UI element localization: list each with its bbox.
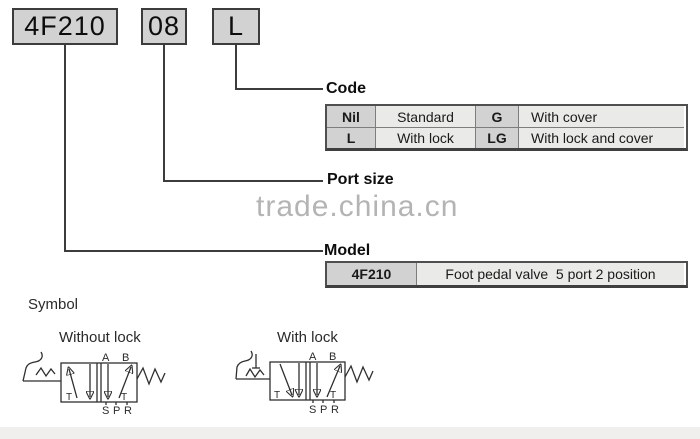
port-label-s: S <box>102 405 109 417</box>
model-code-box-port-size: 08 <box>141 8 187 45</box>
model-table-description-cell: Foot pedal valve 5 port 2 position <box>416 263 684 285</box>
code-table-key: L <box>327 127 375 148</box>
port-label-a: A <box>102 352 110 364</box>
code-table-key: LG <box>475 127 518 148</box>
spring-icon <box>136 366 166 386</box>
code-table-key: Nil <box>327 106 375 127</box>
port-label-r: R <box>331 404 339 416</box>
port-label-s: S <box>309 404 316 416</box>
port-size-label: Port size <box>327 171 394 188</box>
blocked-port-mark: T <box>121 392 127 403</box>
bottom-watermark-band <box>0 427 700 439</box>
blocked-port-mark: T <box>66 392 72 403</box>
foot-pedal-lock-icon <box>235 350 270 380</box>
valve-diagram-without-lock: T T A B S P R <box>22 351 166 417</box>
code-table-value: With cover <box>518 106 684 127</box>
model-label: Model <box>324 242 371 259</box>
connector-port-size-vertical <box>163 45 165 182</box>
connector-port-size-horizontal <box>163 180 323 182</box>
model-code-box-code: L <box>212 8 260 45</box>
blocked-port-mark: T <box>330 390 336 401</box>
port-label-b: B <box>329 351 336 363</box>
valve-body <box>269 361 346 401</box>
port-label-a: A <box>309 351 317 363</box>
foot-pedal-icon <box>22 351 61 382</box>
connector-model-vertical <box>64 45 66 252</box>
watermark-text: trade.china.cn <box>256 190 459 223</box>
connector-model-horizontal <box>64 250 323 252</box>
port-label-p: P <box>113 405 120 417</box>
code-table: Nil Standard G With cover L With lock LG… <box>325 104 688 151</box>
model-code-box-port-size-label: 08 <box>147 11 181 41</box>
code-table-value: Standard <box>375 106 475 127</box>
model-code-box-code-label: L <box>227 11 245 41</box>
port-label-p: P <box>320 404 327 416</box>
valve-body <box>60 362 138 403</box>
model-code-box-model: 4F210 <box>12 8 118 45</box>
code-table-value: With lock and cover <box>518 127 684 148</box>
port-label-b: B <box>122 352 129 364</box>
port-label-r: R <box>124 405 132 417</box>
spring-icon <box>344 364 374 384</box>
flow-arrows <box>69 364 131 405</box>
code-label: Code <box>326 80 366 97</box>
flow-arrows <box>279 363 340 403</box>
code-table-value: With lock <box>375 127 475 148</box>
blocked-port-mark: T <box>274 390 280 401</box>
symbol-section-title: Symbol <box>28 296 79 313</box>
valve-diagram-with-lock: T T A B S P R <box>235 350 374 416</box>
connector-code-horizontal <box>235 88 323 90</box>
model-table: 4F210 Foot pedal valve 5 port 2 position <box>325 261 688 288</box>
connector-code-vertical <box>235 45 237 90</box>
model-table-model-cell: 4F210 <box>327 263 416 285</box>
code-table-key: G <box>475 106 518 127</box>
model-code-box-model-label: 4F210 <box>24 11 106 41</box>
symbol-caption-without-lock: Without lock <box>59 329 141 346</box>
symbol-caption-with-lock: With lock <box>277 329 338 346</box>
